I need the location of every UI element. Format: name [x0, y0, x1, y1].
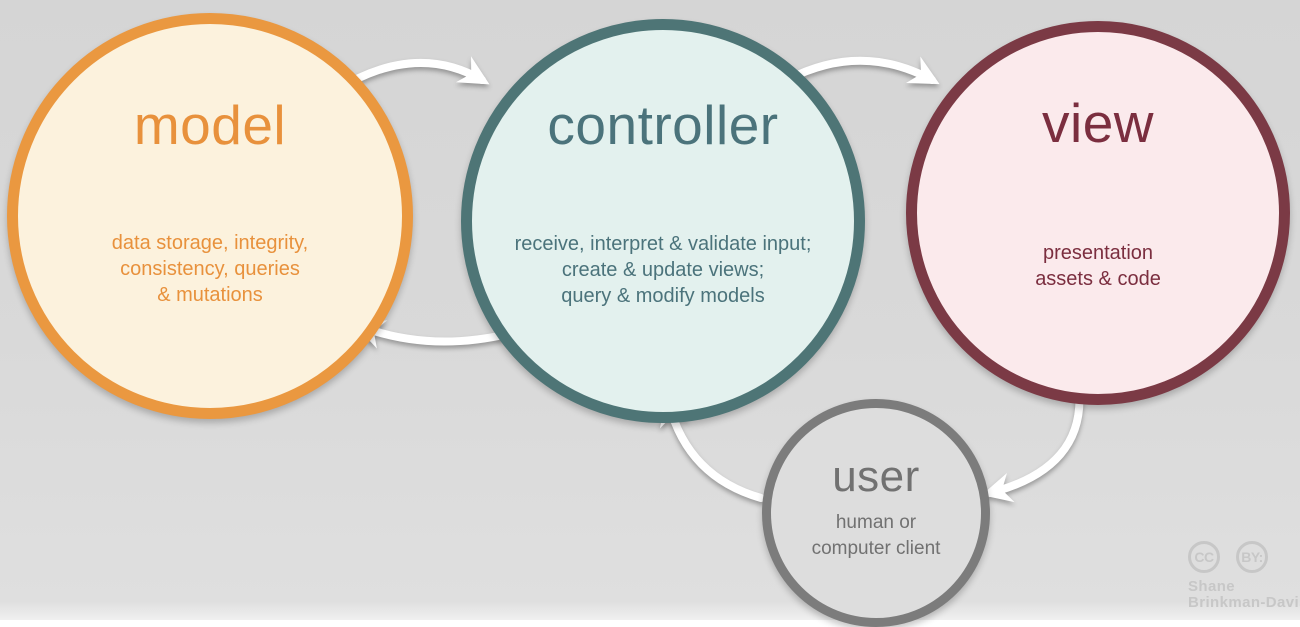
user-description-line: computer client [811, 538, 941, 559]
user-title: user [832, 452, 920, 501]
node-model: model data storage, integrity, consisten… [7, 13, 413, 419]
user-description-line: human or [835, 512, 917, 533]
node-controller: controller receive, interpret & validate… [461, 19, 865, 423]
by-icon: BY: [1236, 541, 1268, 573]
controller-description-line: create & update views; [561, 259, 765, 281]
author-last-name: Brinkman-Davis [1188, 594, 1300, 611]
license-badges: CC BY: [1188, 541, 1292, 573]
attribution: CC BY: Shane Brinkman-Davis [1188, 541, 1300, 611]
view-description-line: presentation [1042, 242, 1154, 264]
model-description-line: consistency, queries [120, 258, 300, 280]
model-title: model [133, 94, 287, 156]
arrow-controller-to-model [353, 320, 512, 349]
node-user: user human or computer client [762, 399, 990, 627]
view-description-line: assets & code [1035, 268, 1161, 290]
cc-icon: CC [1188, 541, 1220, 573]
controller-description-line: receive, interpret & validate input; [514, 233, 812, 255]
model-description-line: & mutations [157, 284, 263, 306]
author-name: Shane Brinkman-Davis [1188, 578, 1300, 611]
arrow-view-to-user [981, 385, 1084, 503]
model-description: data storage, integrity, consistency, qu… [18, 230, 402, 308]
controller-description-line: query & modify models [561, 285, 765, 307]
controller-title: controller [547, 94, 779, 156]
controller-description: receive, interpret & validate input; cre… [472, 231, 854, 309]
author-first-name: Shane [1188, 578, 1236, 595]
node-view: view presentation assets & code [906, 21, 1290, 405]
arrow-controller-to-view [785, 56, 940, 85]
view-description: presentation assets & code [917, 240, 1279, 292]
user-description: human or computer client [771, 510, 981, 562]
arrow-model-to-controller [343, 56, 490, 88]
view-title: view [1041, 92, 1155, 154]
model-description-line: data storage, integrity, [111, 232, 309, 254]
